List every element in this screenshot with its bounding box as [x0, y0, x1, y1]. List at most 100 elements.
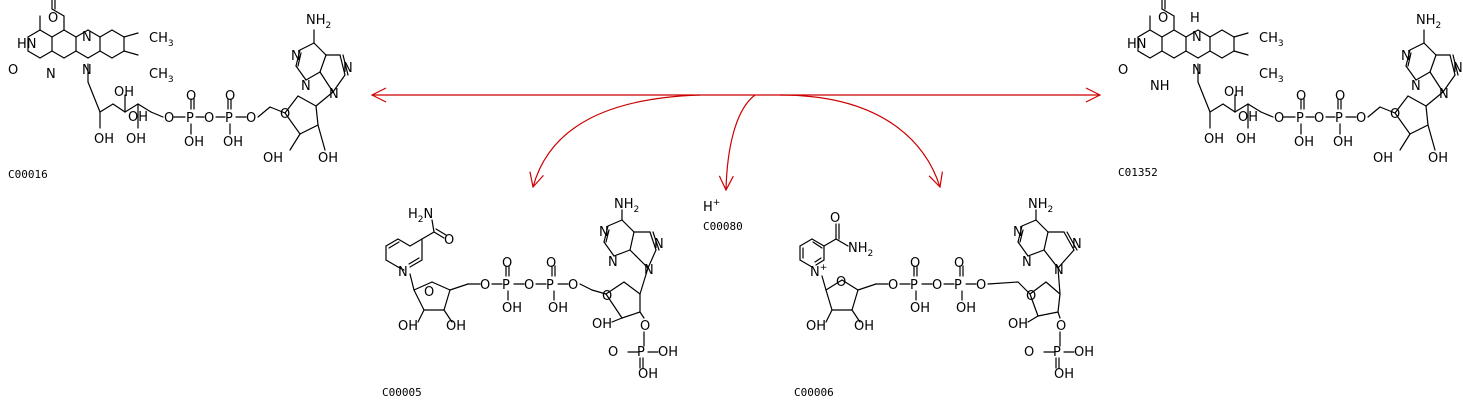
atom-n: N — [654, 237, 664, 252]
atom-o: O — [1296, 89, 1306, 104]
atom-oh: OH — [223, 135, 243, 150]
reaction-arrows — [372, 95, 1100, 190]
arrow-to-c00005 — [533, 94, 701, 187]
atom-o: O — [424, 285, 434, 300]
atom-ch3: CH3 — [1259, 67, 1284, 85]
atom-o: O — [8, 63, 18, 78]
atom-p: P — [225, 111, 233, 126]
atom-n: N — [82, 30, 92, 45]
atom-o: O — [524, 278, 534, 293]
atom-n: N — [1054, 263, 1064, 278]
compound-id-c00080[interactable]: C00080 — [703, 220, 743, 233]
atom-n: N — [1022, 255, 1032, 270]
atom-o: O — [568, 278, 578, 293]
atom-nh2: NH2 — [1416, 13, 1441, 31]
compound-id-c00006[interactable]: C00006 — [794, 386, 834, 399]
atom-o: O — [888, 278, 898, 293]
atom-n: N — [1411, 79, 1421, 94]
molecule-c00005: H2N O N O OH OH O P O OH O P O OH O O OH… — [382, 197, 678, 399]
atom-oh: OH — [184, 135, 204, 150]
molecule-c00006: O NH2 N+ O OH OH O P O OH O P O OH O O O… — [794, 197, 1094, 399]
atom-o: O — [444, 233, 454, 248]
atom-o: O — [480, 278, 490, 293]
atom-ho: OH — [1373, 151, 1393, 166]
atom-o: O — [976, 278, 986, 293]
atom-n: N — [291, 49, 301, 64]
atom-oh: OH — [548, 301, 568, 316]
atom-n-plus: N+ — [810, 263, 827, 280]
atom-oh: OH — [318, 151, 338, 166]
atom-o: O — [830, 211, 840, 226]
atom-oh: OH — [1054, 367, 1074, 382]
atom-o: O — [602, 289, 612, 304]
atom-nh2: NH2 — [1028, 197, 1053, 215]
atom-n: N — [1013, 225, 1023, 240]
atom-nh2: NH2 — [848, 241, 873, 259]
atom-oh: OH — [1204, 132, 1224, 147]
atom-n: N — [1192, 63, 1202, 78]
atom-n: N — [46, 67, 56, 82]
atom-oh: OH — [854, 319, 874, 334]
atom-oh: OH — [956, 301, 976, 316]
compound-id-c00016[interactable]: C00016 — [8, 168, 48, 181]
atom-o: O — [910, 256, 920, 271]
atom-o: O — [640, 319, 650, 334]
atom-o: O — [204, 111, 214, 126]
atom-o: O — [225, 89, 235, 104]
atom-n: N — [1072, 237, 1082, 252]
atom-o: O — [246, 111, 256, 126]
atom-ho: OH — [398, 319, 418, 334]
atom-o: O — [1274, 111, 1284, 126]
molecule-c01352: O HN O NH H N N CH3 CH3 OH OH OH OH O P … — [1118, 0, 1463, 179]
atom-ho: OH — [806, 319, 826, 334]
atom-oh: OH — [1294, 135, 1314, 150]
atom-o: O — [1056, 319, 1066, 334]
molecule-c00016: O HN O N N N CH3 CH3 OH OH OH OH O P O O… — [8, 0, 353, 181]
atom-o: O — [280, 107, 290, 122]
atom-oh: OH — [1074, 345, 1094, 360]
arrow-to-c00080 — [726, 94, 756, 190]
atom-o: O — [1118, 63, 1128, 78]
atom-p: P — [954, 278, 962, 293]
atom-p: P — [910, 278, 918, 293]
atom-oh: OH — [1428, 151, 1448, 166]
atom-nh2: H2N — [408, 207, 433, 225]
atom-oh: OH — [94, 132, 114, 147]
compound-id-c00005[interactable]: C00005 — [382, 386, 422, 399]
atom-oh: OH — [1333, 135, 1353, 150]
atom-o: O — [1026, 289, 1036, 304]
atom-o: O — [186, 89, 196, 104]
atom-o: O — [932, 278, 942, 293]
compound-id-c01352[interactable]: C01352 — [1118, 166, 1158, 179]
atom-o: O — [1390, 107, 1400, 122]
atom-p: P — [1335, 111, 1343, 126]
atom-n: N — [644, 263, 654, 278]
atom-hn: HN — [1127, 37, 1147, 52]
atom-n: N — [343, 61, 353, 76]
atom-p: P — [1053, 345, 1061, 360]
atom-o: O — [1335, 89, 1345, 104]
atom-hn: HN — [17, 37, 37, 52]
atom-n: N — [398, 265, 408, 280]
atom-n: N — [301, 79, 311, 94]
atom-o: O — [954, 256, 964, 271]
atom-oh: OH — [126, 132, 146, 147]
atom-oh: OH — [658, 345, 678, 360]
atom-n: N — [608, 255, 618, 270]
atom-oh: OH — [114, 85, 134, 100]
atom-p: P — [546, 278, 554, 293]
atom-oh: OH — [1236, 132, 1256, 147]
atom-ho: OH — [263, 151, 283, 166]
atom-h: H — [1190, 11, 1200, 26]
molecule-c00080: H+ C00080 — [703, 198, 743, 233]
atom-oh: OH — [910, 301, 930, 316]
atom-p: P — [186, 111, 194, 126]
atom-ch3: CH3 — [1259, 31, 1284, 49]
arrow-to-c00006 — [779, 94, 940, 187]
atom-oh: OH — [128, 110, 148, 125]
atom-n: N — [1192, 30, 1202, 45]
atom-ho: OH — [1008, 317, 1028, 332]
atom-oh: OH — [446, 319, 466, 334]
atom-o: O — [1314, 111, 1324, 126]
